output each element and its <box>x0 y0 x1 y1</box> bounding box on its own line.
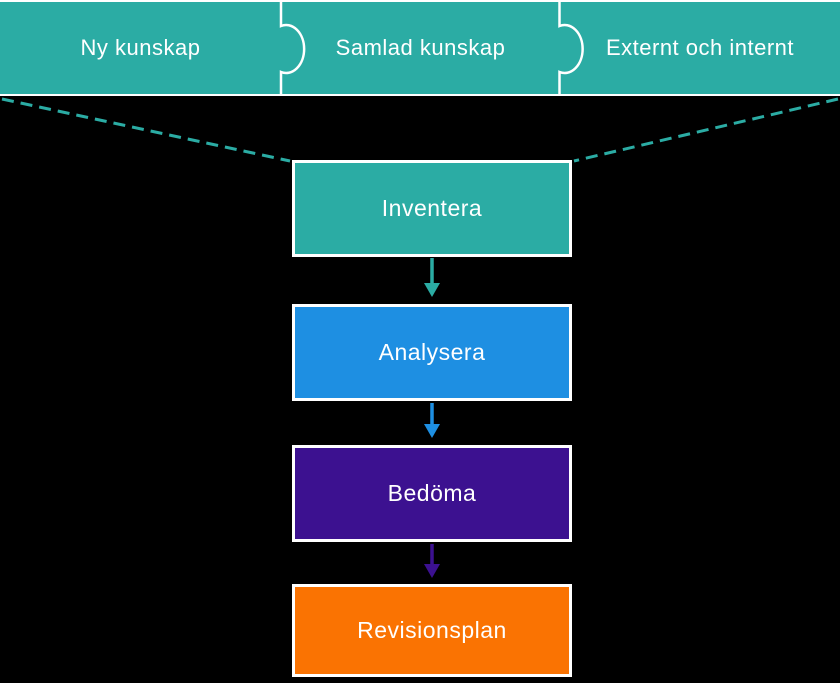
flow-step-revisionsplan: Revisionsplan <box>292 584 572 677</box>
flow-step-analysera: Analysera <box>292 304 572 401</box>
arrow-head-icon <box>424 424 440 438</box>
arrow-head-icon <box>424 283 440 297</box>
bar-segment-label: Externt och internt <box>605 35 795 60</box>
funnel-dashed-line-right <box>573 97 839 163</box>
arrow-inventera-to-analysera <box>424 258 440 297</box>
knowledge-bar: Ny kunskap Samlad kunskap Externt och in… <box>0 0 840 96</box>
arrow-analysera-to-bedoma <box>424 403 440 438</box>
flow-step-label: Revisionsplan <box>357 617 507 643</box>
flow-step-bedoma: Bedöma <box>292 445 572 542</box>
bar-segment-label: Ny kunskap <box>80 35 201 60</box>
bar-segment-label: Samlad kunskap <box>335 35 506 60</box>
flow-step-label: Analysera <box>378 339 486 365</box>
arrow-head-icon <box>424 564 440 578</box>
bar-segment-externt-och-internt: Externt och internt <box>560 2 840 94</box>
arrow-bedoma-to-revisionsplan <box>424 544 440 578</box>
bar-segment-samlad-kunskap: Samlad kunskap <box>281 2 560 94</box>
funnel-dashed-line-left <box>1 97 291 163</box>
flow-step-label: Bedöma <box>387 480 477 506</box>
bar-segment-ny-kunskap: Ny kunskap <box>0 2 281 94</box>
flow-step-label: Inventera <box>381 195 483 221</box>
flow-step-inventera: Inventera <box>292 160 572 257</box>
